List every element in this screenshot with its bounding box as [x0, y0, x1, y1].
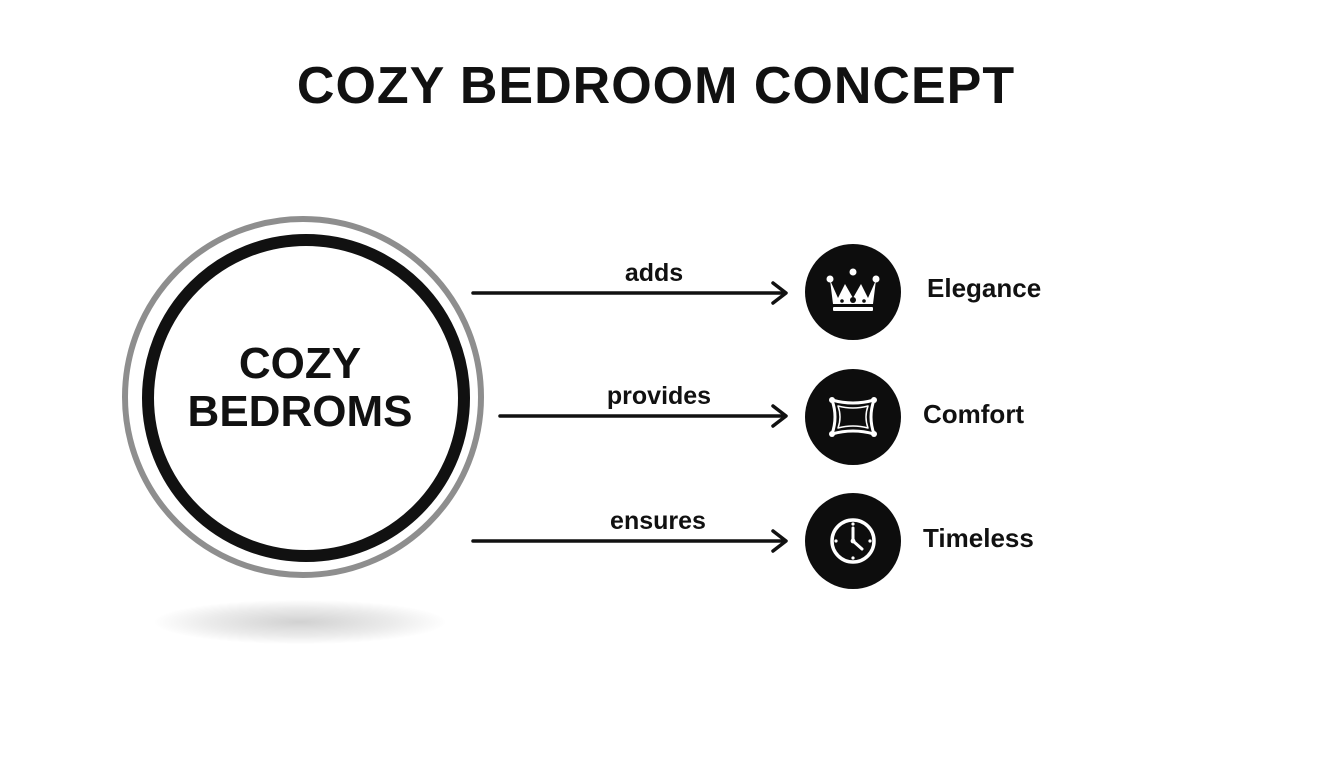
center-node-label-line-2: BEDROMS [187, 387, 413, 436]
center-node-label-line-1: COZY [238, 339, 362, 388]
timeless-label: Timeless [923, 523, 1034, 553]
arrowhead-2 [771, 404, 788, 428]
center-node-shadow [155, 600, 445, 644]
center-node-label: COZY BEDROMS [150, 340, 450, 436]
elegance-node-icon [805, 244, 901, 340]
clock-icon [830, 518, 876, 564]
timeless-node-icon [805, 493, 901, 589]
elegance-label: Elegance [927, 273, 1042, 303]
relation-label-adds: adds [624, 259, 684, 287]
relation-label-ensures: ensures [610, 507, 706, 535]
comfort-node-icon [805, 369, 901, 465]
diagram-title: COZY BEDROOM CONCEPT [296, 57, 1016, 115]
arrowhead-3 [771, 529, 788, 553]
comfort-label: Comfort [923, 399, 1025, 429]
pillow-icon [829, 397, 877, 437]
relation-label-provides: provides [606, 382, 712, 410]
arrowhead-1 [771, 281, 788, 305]
crown-icon [826, 268, 880, 311]
